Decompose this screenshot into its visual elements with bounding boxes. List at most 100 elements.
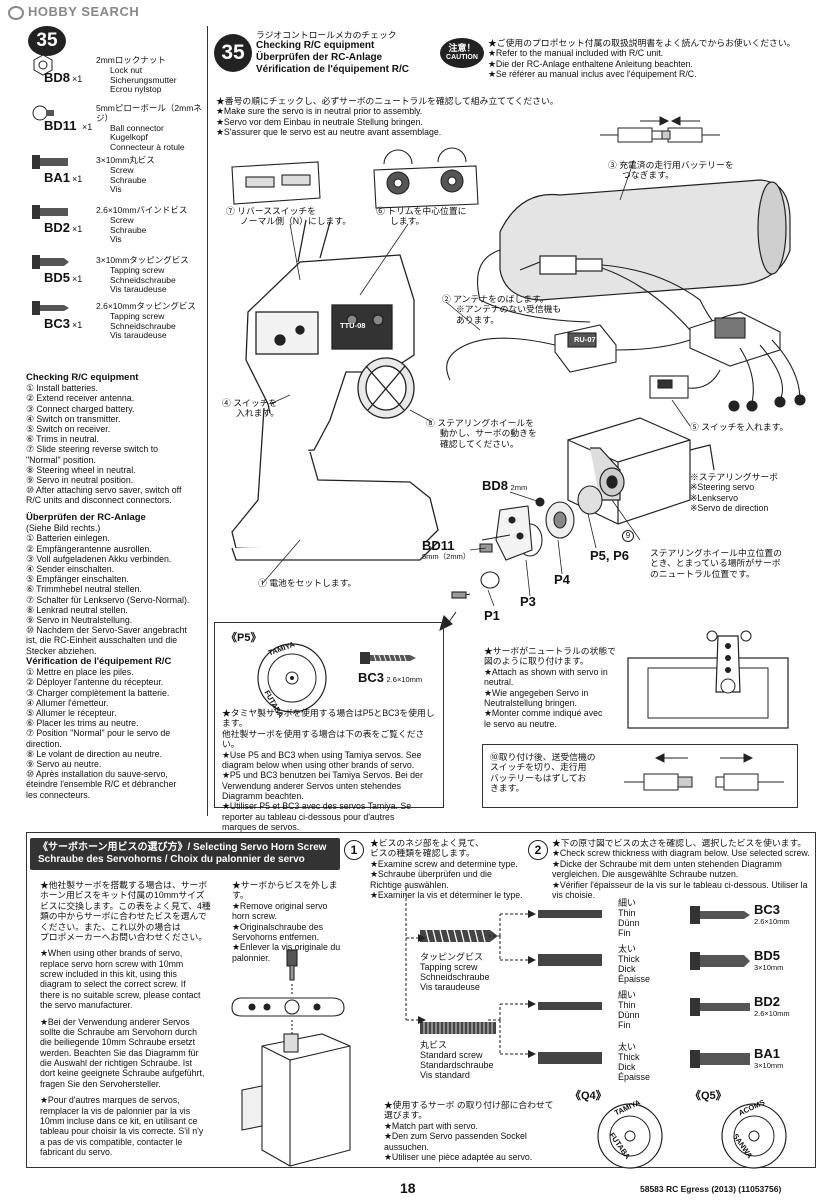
callout-step9-text: ステアリングホイール中立位置の とき、とまっている場所がサーボ のニュートラル位… — [650, 548, 782, 579]
part-p5-p6: P5, P6 — [590, 548, 630, 563]
part-qty: ×1 — [72, 74, 83, 84]
checklist-item: ⑤ Switch on receiver. — [26, 424, 111, 435]
bottom-left-line: screw included in this kit, using this — [40, 969, 177, 979]
p5-line: marques de servos. — [222, 822, 300, 833]
checklist-item: ② Extend receiver antenna. — [26, 393, 135, 404]
screw-full-icon-wrap — [690, 952, 754, 973]
step10-box — [482, 744, 798, 808]
servo-saver-parts-icon — [451, 485, 603, 599]
bottom-left-line: ビスに交換します。この表をよく見て、4種 — [40, 900, 211, 911]
checklist-item: ⑦ Schalter für Lenkservo (Servo-Normal). — [26, 594, 190, 605]
attach-line: 図のように取り付けます。 — [484, 656, 589, 667]
checklist-item: ⑥ Trims in neutral. — [26, 434, 99, 445]
servo-note-line: ※Lenkservo — [690, 492, 738, 503]
callout-line: とき、とまっている場所がサーボ — [650, 558, 781, 569]
switch-inset-icon — [231, 161, 321, 205]
callout-step6: ⑥ トリムを中心位置に します。 — [376, 206, 466, 227]
thread-sample-icon — [538, 1052, 602, 1064]
checklist-item: ③ Voll aufgeladenen Akku verbinden. — [26, 553, 172, 564]
step2-line: vergleichen. Die ausgewählte Schraube nu… — [552, 869, 739, 880]
checklist-item: ④ Allumer l'émetteur. — [26, 697, 109, 708]
part-desc-line: Tapping screw — [110, 264, 165, 275]
q5-label: 《Q5》 — [690, 1090, 727, 1102]
remove-line: Servohorns entfernen. — [232, 931, 320, 942]
checklist-item: ⑦ Position "Normal" pour le servo de — [26, 728, 171, 739]
servo-note: ※ステアリングサーボ ※Steering servo ※Lenkservo ※S… — [690, 472, 778, 514]
intro-line: ★Servo vor dem Einbau in neutrale Stellu… — [216, 116, 423, 127]
step1-line: ★Examiner la vis et déterminer le type. — [370, 889, 523, 900]
part-icon — [32, 54, 54, 79]
bottom-left-line: fragen Sie den Servohersteller. — [40, 1078, 161, 1089]
checklist-title: Überprüfen der RC-Anlage — [26, 512, 146, 523]
standard-line: Standardschraube — [420, 1060, 494, 1071]
bottom-left-line: 類の中からサーボに合わせたビスを選んで — [40, 911, 207, 922]
part-qty: ×1 — [72, 274, 83, 284]
part-desc-line: Schneidschraube — [110, 274, 176, 285]
standard-line: Standard screw — [420, 1050, 483, 1061]
callout-line: ⑥ トリムを中心位置に — [376, 206, 467, 216]
thickness-line: Dünn — [618, 918, 640, 929]
callout-line: つなぎます。 — [622, 170, 674, 181]
footer-code: 58583 RC Egress (2013) (11053756) — [640, 1184, 782, 1194]
q4-disc-icon — [597, 1103, 663, 1169]
p5-screw-code: BC3 — [358, 670, 385, 685]
p5-line: ★Utiliser P5 et BC3 avec des servos Tami… — [222, 801, 412, 812]
part-qty: ×1 — [72, 320, 83, 330]
bottom-left-line: 10mm incluse dans ce kit, en utilisant c… — [40, 1115, 198, 1126]
checklist-item: ① Batterien einlegen. — [26, 533, 110, 544]
part-code: BD8 — [44, 70, 71, 85]
callout-step1: ① 電池をセットします。 — [258, 578, 357, 588]
step2-line: vis choisie. — [552, 889, 596, 900]
attach-line: ★Monter comme indiqué avec — [484, 708, 603, 719]
servo-horn-diagram-icon — [627, 630, 789, 729]
q4-label: 《Q4》 — [570, 1090, 607, 1102]
bottom-left-line: die beiliegende 10mm Schraube ersetzt — [40, 1037, 196, 1048]
callout-line: ※アンテナのない受信機も — [456, 304, 562, 315]
intro-text: ★番号の順にチェックし、必ずサーボのニュートラルを確認して組み立ててください。 … — [216, 96, 559, 138]
part-p1: P1 — [484, 608, 500, 623]
screw-code: BD5 — [754, 948, 781, 963]
remove-line: horn screw. — [232, 911, 277, 922]
screw-code: BD2 — [754, 994, 781, 1009]
p5-box — [214, 622, 444, 808]
intro-line: ★S'assurer que le servo est au neutre av… — [216, 127, 442, 138]
attach-note: ★サーボがニュートラルの状態で図のように取り付けます。★Attach as sh… — [484, 646, 624, 729]
step10-text: ⑩取り付け後、送受信機の スイッチを切り、走行用 バッテリーもはずしてお きます… — [490, 752, 596, 794]
standard-screw-icon — [420, 1022, 496, 1034]
step1-line: ★ビスのネジ部をよく見て、 — [370, 838, 484, 848]
step1-number: 1 — [344, 840, 364, 860]
trim-inset-icon — [373, 147, 479, 209]
step2-number: 2 — [528, 840, 548, 860]
servo-note-line: ※ステアリングサーボ — [690, 472, 778, 482]
callout-line: あります。 — [456, 314, 500, 325]
servo-note-line: ※Servo de direction — [690, 503, 769, 514]
screw-thread-sample — [538, 952, 608, 971]
transmitter-icon — [231, 219, 439, 561]
servo-note-line: ※Steering servo — [690, 482, 755, 493]
checklist-item: Stecker abziehen. — [26, 645, 97, 656]
column-divider — [207, 26, 208, 816]
bottom-header-line2: Schraube des Servohorns / Choix du palon… — [38, 853, 305, 865]
step1-line: Richtige auswählen. — [370, 879, 449, 890]
caution-en: CAUTION — [446, 54, 478, 61]
bottom-left-line: sollte die Schraube am Servohorn durch — [40, 1026, 197, 1037]
part-icon — [32, 254, 70, 273]
standard-line: 丸ビス — [420, 1040, 448, 1050]
thickness-line: Dünn — [618, 1010, 640, 1021]
part-code: BA1 — [44, 170, 71, 185]
standard-screw-icon — [690, 998, 750, 1016]
p5-title: 《P5》 — [226, 632, 262, 644]
thread-sample-icon — [538, 910, 602, 918]
tapping-line: Schneidschraube — [420, 972, 490, 983]
callout-line: 動かし、サーボの動きを — [440, 428, 537, 439]
step10-line: きます。 — [490, 783, 525, 794]
p5-line: reporter au tableau ci-dessous pour d'au… — [222, 811, 395, 822]
p5-line: 他社製サーボを使用する場合は下の表をご覧ください。 — [222, 728, 425, 750]
disconnect-icon — [624, 753, 784, 791]
callout-step9: 9 — [622, 530, 637, 542]
part-desc-line: Schraube — [110, 224, 147, 235]
